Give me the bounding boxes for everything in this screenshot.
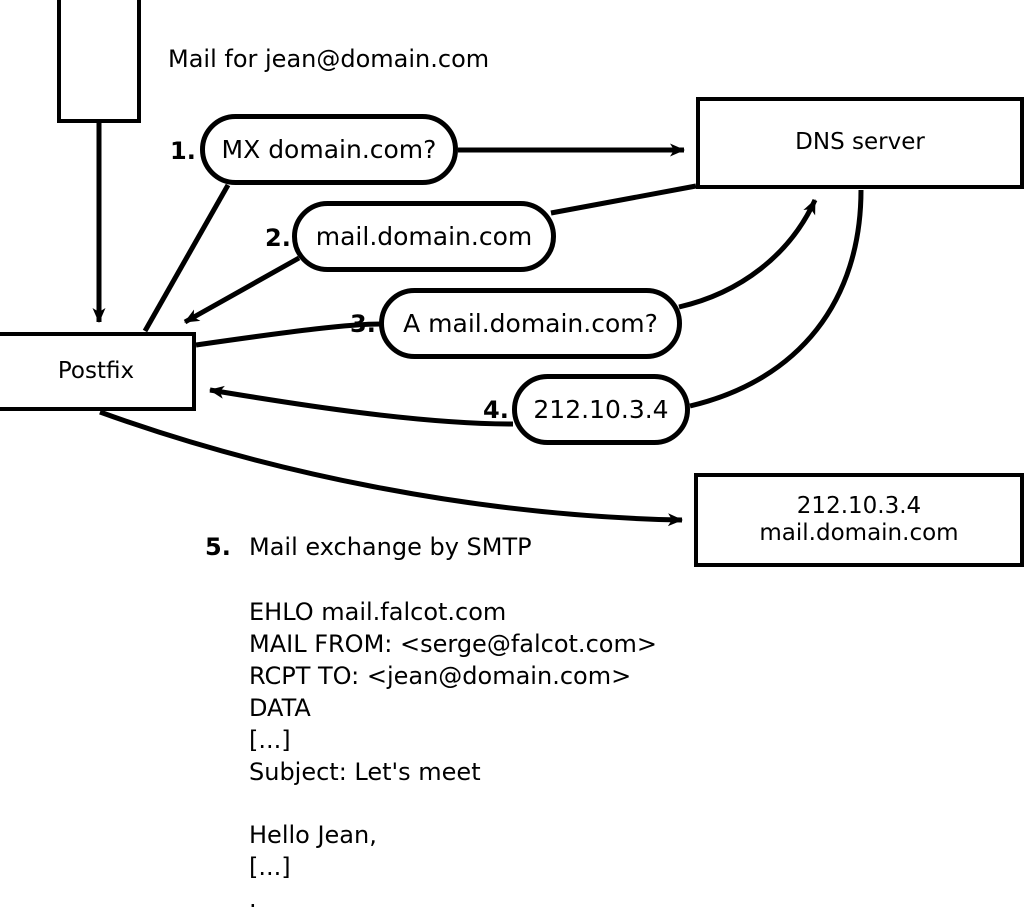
step-5-label: Mail exchange by SMTP [249,533,532,561]
line-dns-to-step2 [550,183,697,216]
step-3-bubble-label: A mail.domain.com? [403,309,658,338]
postfix-box: Postfix [0,332,196,411]
arrow-step3-to-dns [678,198,818,310]
client-box [57,0,141,123]
arrow-step4-to-postfix [209,385,514,427]
smtp-transcript: EHLO mail.falcot.com MAIL FROM: <serge@f… [249,598,657,914]
step-5-number: 5. [205,533,231,561]
step-2-bubble-label: mail.domain.com [315,222,533,251]
step-2-number: 2. [265,224,291,252]
step-1-bubble: MX domain.com? [200,114,458,185]
arrow-step2-to-postfix [183,255,301,325]
step-1-number: 1. [170,137,196,165]
step-4-bubble: 212.10.3.4 [512,374,690,445]
step-3-bubble: A mail.domain.com? [379,288,682,359]
line-postfix-to-step1 [142,183,231,333]
dns-server-box-label: DNS server [795,129,925,156]
postfix-box-label: Postfix [57,357,135,384]
step-3-number: 3. [350,310,376,338]
step-4-number: 4. [483,396,509,424]
dns-server-box: DNS server [696,97,1024,189]
line-dns-to-step4 [689,189,864,409]
step-2-bubble: mail.domain.com [292,201,556,272]
line-postfix-to-step3 [195,321,382,348]
target-mailserver-box-label: 212.10.3.4 mail.domain.com [759,492,959,546]
arrow-postfix-to-mailserver [99,409,683,527]
step-4-bubble-label: 212.10.3.4 [533,395,669,424]
mail-for-caption: Mail for jean@domain.com [168,45,490,73]
target-mailserver-box: 212.10.3.4 mail.domain.com [694,473,1024,567]
step-1-bubble-label: MX domain.com? [221,135,437,164]
